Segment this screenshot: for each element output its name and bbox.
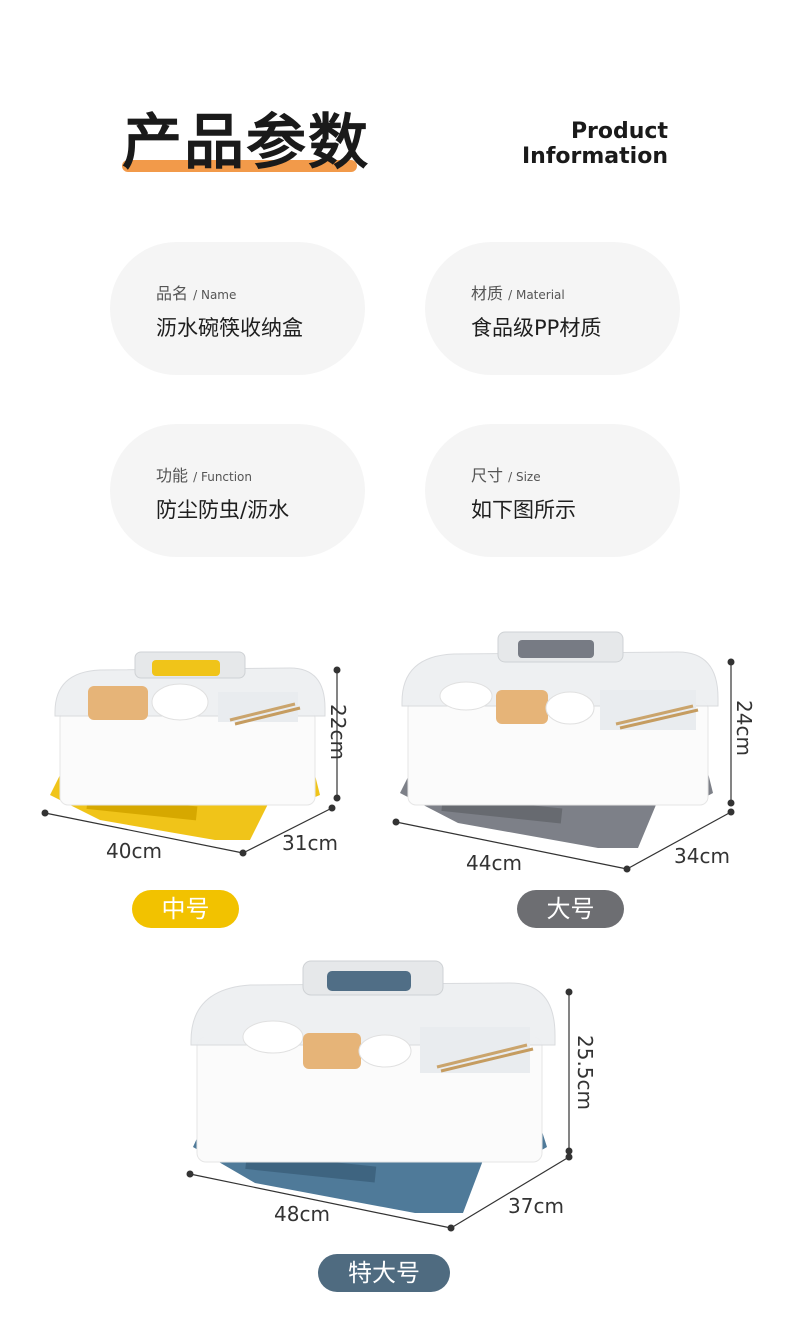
spec-label-en: / Function: [193, 470, 253, 484]
product-image-extra-large: [190, 960, 556, 1213]
spec-label-en: / Name: [193, 288, 237, 302]
spec-card-name: 品名 / Name 沥水碗筷收纳盒: [110, 242, 365, 375]
title-en-line2: Information: [522, 144, 668, 169]
dimension-width-large: 34cm: [674, 844, 730, 868]
page-title-en: Product Information: [522, 119, 668, 169]
size-badge-large: 大号: [517, 890, 624, 928]
spec-value: 沥水碗筷收纳盒: [156, 316, 303, 340]
page-title: 产品参数: [122, 108, 370, 178]
spec-value: 如下图所示: [471, 498, 576, 522]
title-en-line1: Product: [570, 119, 668, 144]
spec-card-function: 功能 / Function 防尘防虫/沥水: [110, 424, 365, 557]
spec-label-cn: 材质: [471, 284, 504, 303]
spec-value: 食品级PP材质: [471, 316, 602, 340]
title-underline: [122, 160, 357, 172]
spec-label-cn: 功能: [156, 466, 189, 485]
spec-label-en: / Material: [508, 288, 565, 302]
size-badge-medium: 中号: [132, 890, 239, 928]
product-image-medium: [50, 651, 326, 840]
spec-label-cn: 品名: [156, 284, 189, 303]
dimension-length-large: 44cm: [466, 851, 522, 875]
spec-value: 防尘防虫/沥水: [156, 498, 290, 522]
dimension-width-medium: 31cm: [282, 831, 338, 855]
spec-label-en: / Size: [508, 470, 541, 484]
spec-card-material: 材质 / Material 食品级PP材质: [425, 242, 680, 375]
dimension-length-medium: 40cm: [106, 839, 162, 863]
product-image-large: [400, 631, 719, 848]
spec-label-cn: 尺寸: [471, 466, 504, 485]
spec-card-size: 尺寸 / Size 如下图所示: [425, 424, 680, 557]
dimension-length-extra-large: 48cm: [274, 1202, 330, 1226]
size-badge-extra-large: 特大号: [318, 1254, 450, 1292]
dimension-width-extra-large: 37cm: [508, 1194, 564, 1218]
